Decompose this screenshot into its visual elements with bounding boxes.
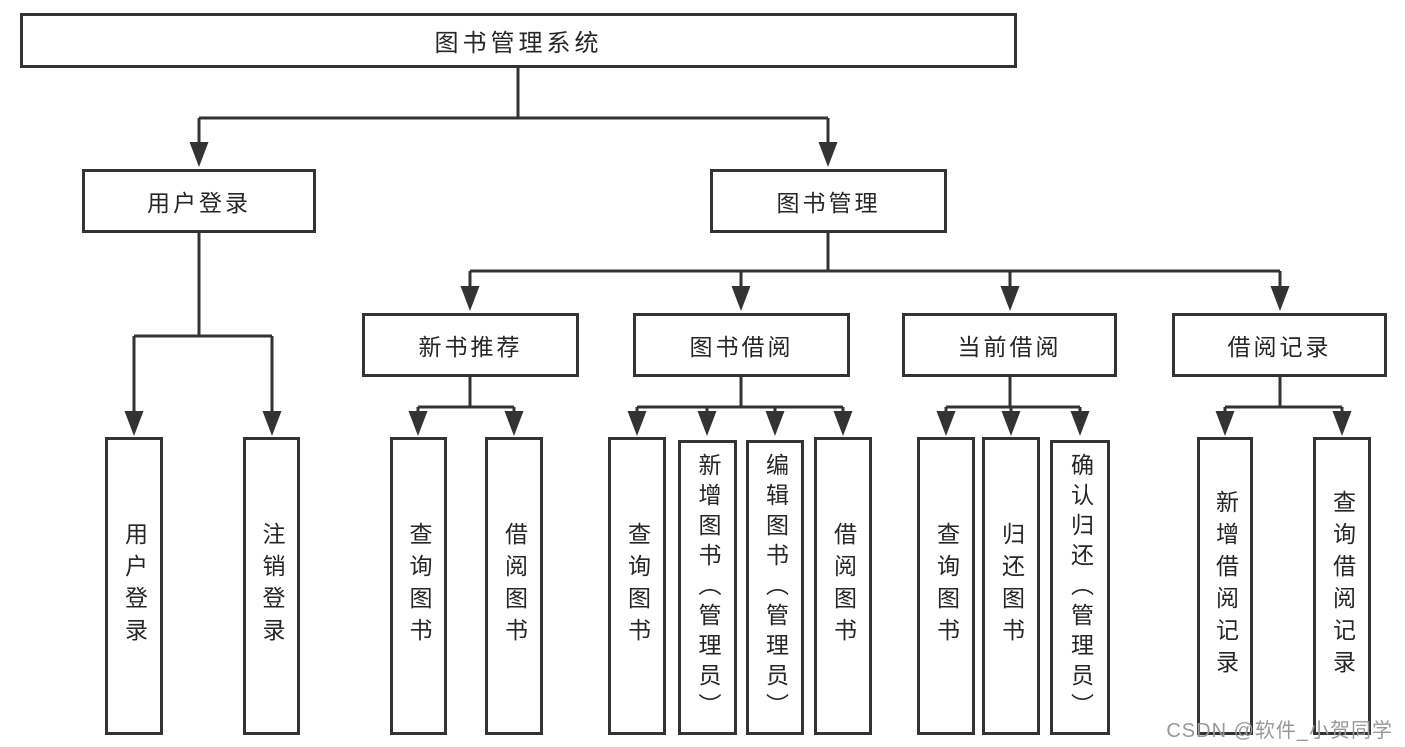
csdn-watermark: CSDN @软件_小贺同学 [1166, 720, 1393, 742]
leaf-add-borrow-record-label: 新增借阅记录 [1212, 490, 1239, 682]
leaf-borrow-book-recommendation: 借阅图书 [485, 437, 543, 735]
leaf-query-book-recommendation-label: 查询图书 [406, 522, 432, 650]
leaf-add-book-admin-label: 新增图书（管理员） [695, 452, 721, 723]
leaf-query-borrow-record: 查询借阅记录 [1313, 437, 1371, 735]
leaf-query-borrow-record-label: 查询借阅记录 [1329, 490, 1356, 682]
leaf-borrow-book-borrowing-label: 借阅图书 [830, 522, 857, 650]
node-user-login: 用户登录 [82, 169, 316, 233]
node-current-borrowing: 当前借阅 [902, 313, 1117, 377]
leaf-add-book-admin: 新增图书（管理员） [678, 440, 737, 735]
leaf-query-book-recommendation: 查询图书 [390, 437, 447, 735]
leaf-user-login-label: 用户登录 [121, 522, 148, 650]
leaf-logout-label: 注销登录 [259, 522, 285, 650]
leaf-borrow-book-recommendation-label: 借阅图书 [501, 522, 528, 650]
node-borrowing-records: 借阅记录 [1172, 313, 1387, 377]
node-new-book-recommendation: 新书推荐 [362, 313, 579, 377]
leaf-add-borrow-record: 新增借阅记录 [1197, 437, 1253, 735]
leaf-edit-book-admin-label: 编辑图书（管理员） [762, 452, 789, 723]
leaf-return-book: 归还图书 [982, 437, 1040, 735]
node-book-management: 图书管理 [710, 169, 947, 233]
node-root: 图书管理系统 [20, 13, 1017, 68]
leaf-logout: 注销登录 [243, 437, 300, 735]
leaf-confirm-return-admin: 确认归还（管理员） [1050, 440, 1110, 735]
node-book-borrowing: 图书借阅 [633, 313, 850, 377]
leaf-query-book-borrowing-label: 查询图书 [624, 522, 651, 650]
leaf-edit-book-admin: 编辑图书（管理员） [746, 440, 804, 735]
leaf-query-book-current-label: 查询图书 [933, 522, 960, 650]
leaf-user-login: 用户登录 [105, 437, 163, 735]
leaf-query-book-current: 查询图书 [917, 437, 975, 735]
leaf-borrow-book-borrowing: 借阅图书 [814, 437, 872, 735]
leaf-return-book-label: 归还图书 [998, 522, 1025, 650]
leaf-query-book-borrowing: 查询图书 [608, 437, 666, 735]
leaf-confirm-return-admin-label: 确认归还（管理员） [1067, 452, 1094, 723]
